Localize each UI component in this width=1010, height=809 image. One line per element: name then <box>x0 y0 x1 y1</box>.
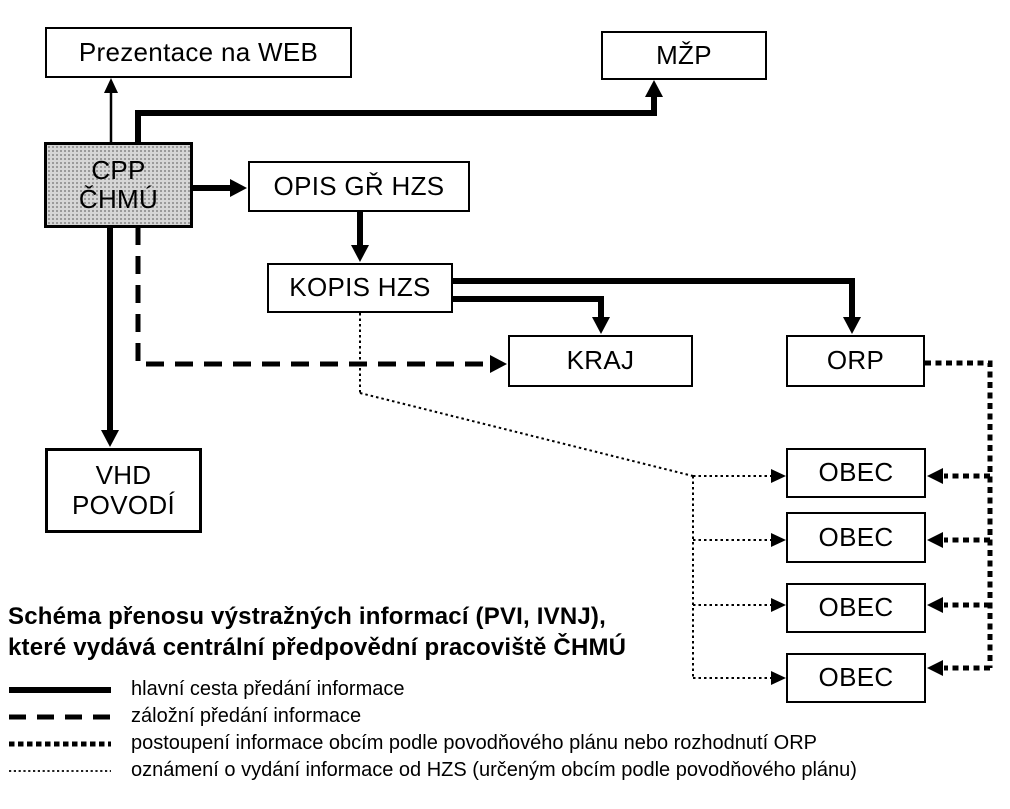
connector-kopis-to-obec-dotted <box>359 313 786 685</box>
legend-label-backup-route: záložní předání informace <box>131 705 362 727</box>
connector-kopis-to-orp <box>453 278 861 334</box>
node-obec-4-label: OBEC <box>818 662 894 693</box>
node-kraj: KRAJ <box>508 335 693 387</box>
node-mzp-label: MŽP <box>656 39 712 70</box>
node-opis-gr-hzs: OPIS GŘ HZS <box>248 161 470 212</box>
connector-cpp-to-opis <box>193 179 247 197</box>
node-opis-gr-hzs-label: OPIS GŘ HZS <box>273 170 445 201</box>
legend-row-main-route: hlavní cesta předání informace <box>8 676 857 703</box>
legend-label-forwarding-route: postoupení informace obcím podle povodňo… <box>131 732 818 754</box>
legend-row-notification-route: oznámení o vydání informace od HZS (urče… <box>8 757 857 784</box>
node-obec-1-label: OBEC <box>818 457 894 488</box>
connector-cpp-to-vhd <box>101 227 119 447</box>
node-obec-2-label: OBEC <box>818 521 894 552</box>
node-prezentace-web: Prezentace na WEB <box>45 27 352 78</box>
legend-label-notification-route: oznámení o vydání informace od HZS (urče… <box>131 759 857 781</box>
solid-line-icon <box>9 686 111 693</box>
legend-row-forwarding-route: postoupení informace obcím podle povodňo… <box>8 730 857 757</box>
node-kopis-hzs: KOPIS HZS <box>267 263 453 313</box>
node-cpp-chmu: CPP ČHMÚ <box>44 142 193 228</box>
node-orp-label: ORP <box>826 345 885 376</box>
thick-dotted-line-icon <box>9 741 111 746</box>
node-kraj-label: KRAJ <box>566 345 635 376</box>
dashed-line-icon <box>9 714 111 719</box>
node-cpp-chmu-label: CPP ČHMÚ <box>78 154 159 214</box>
node-obec-3: OBEC <box>786 583 926 633</box>
legend: hlavní cesta předání informace záložní p… <box>8 676 857 784</box>
node-vhd-povodi-label: VHD POVODÍ <box>72 460 175 520</box>
legend-row-backup-route: záložní předání informace <box>8 703 857 730</box>
node-kopis-hzs-label: KOPIS HZS <box>289 272 431 303</box>
diagram-title: Schéma přenosu výstražných informací (PV… <box>8 603 627 661</box>
connector-cpp-to-web <box>104 78 118 142</box>
node-obec-4: OBEC <box>786 653 926 703</box>
obec-right-arrowheads <box>927 468 943 676</box>
connector-opis-to-kopis <box>351 212 369 262</box>
node-obec-1: OBEC <box>786 448 926 498</box>
node-vhd-povodi: VHD POVODÍ <box>45 448 202 533</box>
node-prezentace-web-label: Prezentace na WEB <box>78 36 319 67</box>
node-obec-2: OBEC <box>786 512 926 563</box>
legend-label-main-route: hlavní cesta předání informace <box>131 678 405 700</box>
thin-dotted-line-icon <box>9 769 111 772</box>
node-obec-3-label: OBEC <box>818 592 894 623</box>
connector-orp-to-obec-thick-dotted <box>925 360 993 676</box>
connector-cpp-to-kraj-dashed <box>135 227 507 373</box>
node-orp: ORP <box>786 335 925 387</box>
obec-left-arrowheads <box>771 469 786 685</box>
connector-cpp-to-mzp <box>135 80 663 142</box>
node-mzp: MŽP <box>601 31 767 80</box>
connector-kopis-to-kraj <box>453 296 610 334</box>
